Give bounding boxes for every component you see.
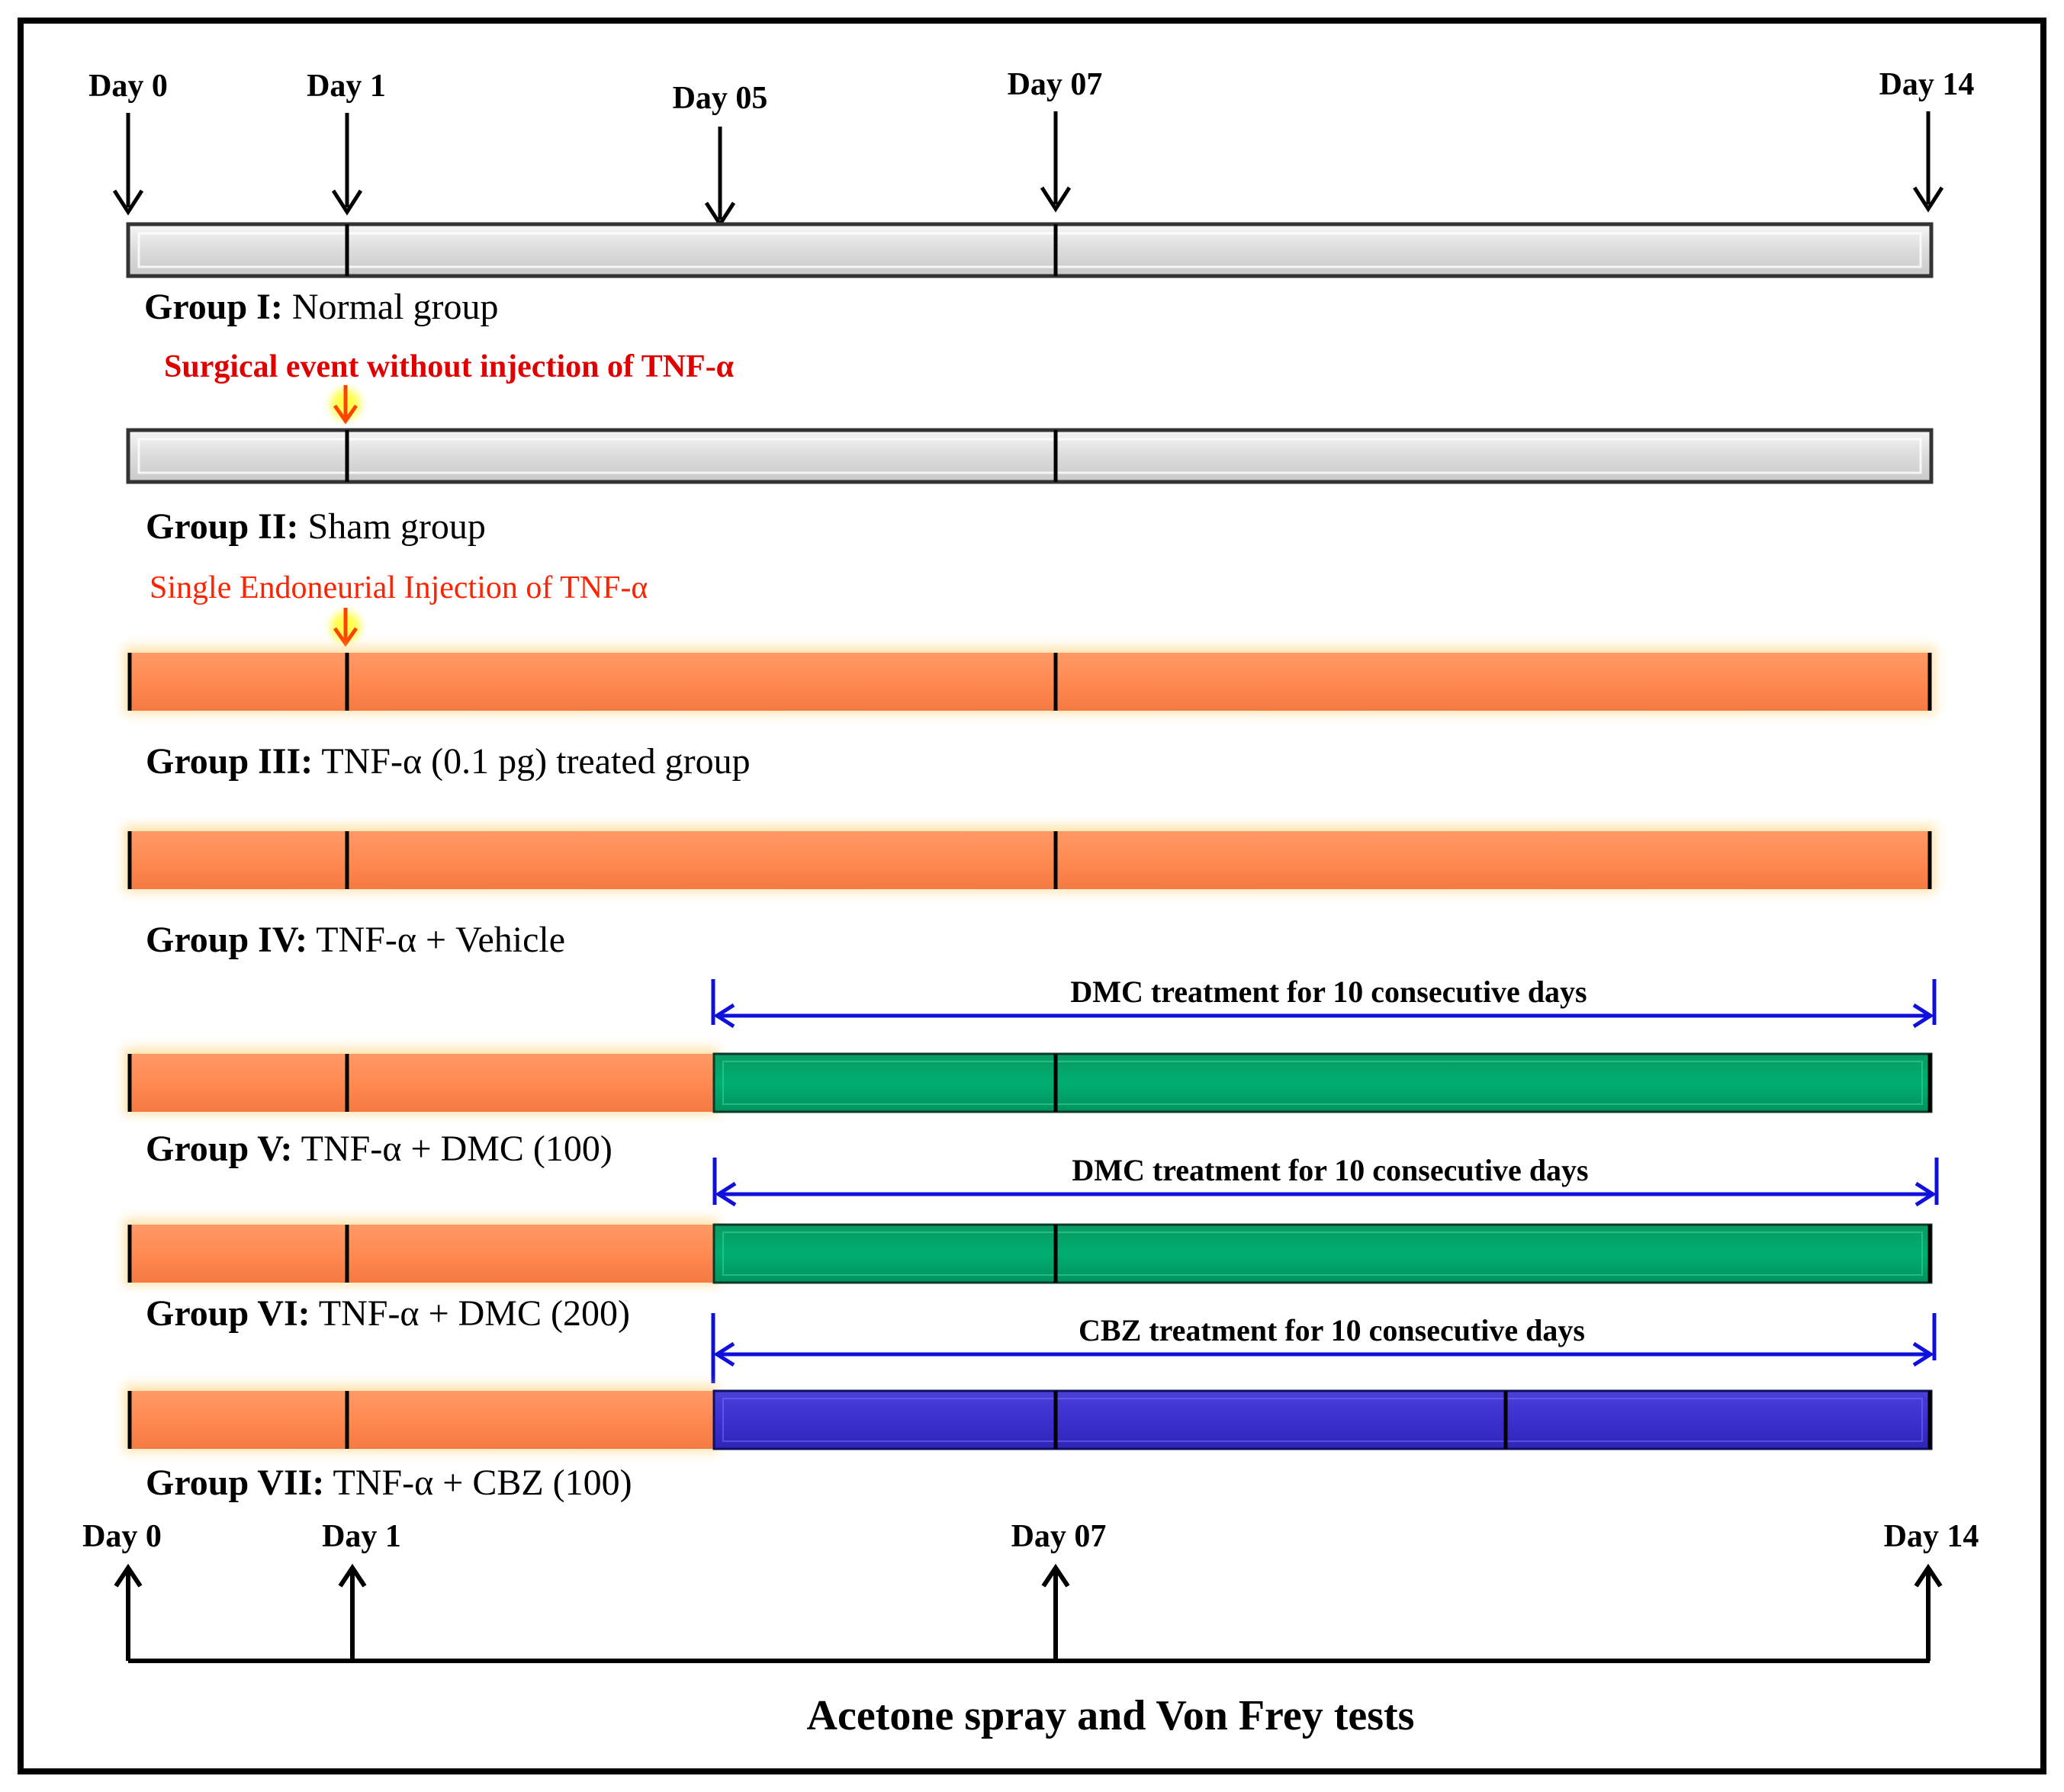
bottom-day-label-14: Day 14 <box>1884 1519 1979 1554</box>
top-day-label-14: Day 14 <box>1879 67 1975 102</box>
test-schedule-arrows <box>114 1563 1943 1663</box>
surgical-event-label: Surgical event without injection of TNF-… <box>164 349 735 384</box>
group-6-bar <box>124 1219 1933 1286</box>
group-3-bar <box>124 647 1936 714</box>
top-day-label-1: Day 1 <box>307 69 386 104</box>
group-7-label: Group VII: TNF-α + CBZ (100) <box>146 1463 632 1503</box>
down-arrow-icon <box>112 105 144 216</box>
group-2-bar <box>126 428 1934 484</box>
injection-event-label: Single Endoneurial Injection of TNF-α <box>149 570 648 605</box>
group-6-label: Group VI: TNF-α + DMC (200) <box>146 1293 630 1334</box>
top-day-label-7: Day 07 <box>1008 67 1103 102</box>
bottom-day-label-7: Day 07 <box>1011 1519 1107 1554</box>
treatment-label-cbz: CBZ treatment for 10 consecutive days <box>1079 1313 1585 1347</box>
group-5-bar <box>124 1048 1933 1115</box>
treatment-label-dmc-200: DMC treatment for 10 consecutive days <box>1072 1153 1588 1187</box>
up-arrow-icon <box>338 1563 367 1661</box>
down-arrow-icon <box>1912 104 1944 213</box>
up-arrow-icon <box>114 1563 143 1661</box>
event-arrow-icon <box>330 385 361 425</box>
bottom-day-label-1: Day 1 <box>322 1519 401 1554</box>
bottom-day-label-0: Day 0 <box>82 1519 162 1554</box>
group-4-bar <box>124 825 1936 892</box>
up-arrow-icon <box>1914 1563 1943 1661</box>
event-arrow-icon <box>330 608 361 647</box>
treatment-bracket-dmc-100 <box>711 979 1937 1029</box>
group-1-label: Group I: Normal group <box>144 287 498 327</box>
group-7-bar <box>124 1385 1933 1452</box>
top-day-label-5: Day 05 <box>673 81 768 116</box>
down-arrow-icon <box>331 105 363 216</box>
treatment-bracket-dmc-200 <box>712 1158 1939 1207</box>
footer-caption: Acetone spray and Von Frey tests <box>807 1692 1415 1739</box>
group-4-label: Group IV: TNF-α + Vehicle <box>146 920 565 960</box>
top-day-label-0: Day 0 <box>88 69 168 104</box>
outer-frame <box>18 18 2046 1774</box>
top-day-markers <box>112 104 1944 228</box>
treatment-bracket-cbz <box>711 1313 1937 1383</box>
group-1-bar <box>126 222 1934 278</box>
group-5-label: Group V: TNF-α + DMC (100) <box>146 1129 612 1169</box>
up-arrow-icon <box>1041 1563 1070 1661</box>
group-3-label: Group III: TNF-α (0.1 pg) treated group <box>146 741 751 782</box>
group-2-label: Group II: Sham group <box>146 506 486 547</box>
down-arrow-icon <box>1040 104 1072 213</box>
treatment-label-dmc-100: DMC treatment for 10 consecutive days <box>1070 975 1587 1009</box>
